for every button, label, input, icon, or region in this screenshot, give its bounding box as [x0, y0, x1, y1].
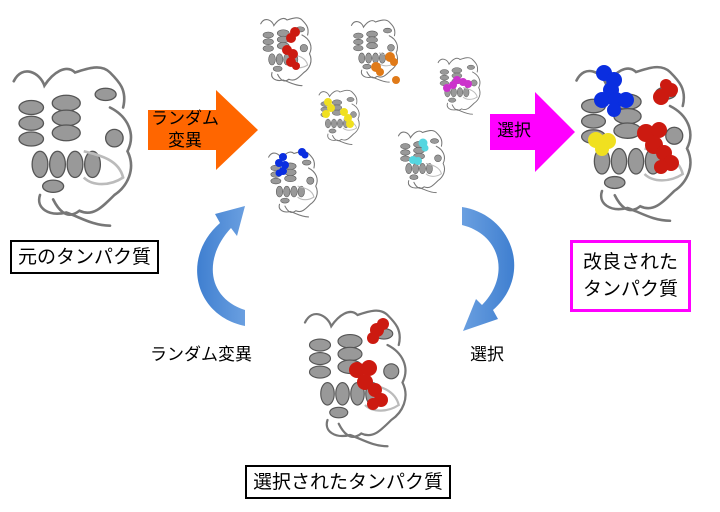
variant-protein-cyan — [397, 129, 446, 194]
mutation-spheres-orange — [371, 52, 400, 84]
selection-arrow-shape — [490, 92, 575, 172]
mutation-spheres-blue — [275, 148, 309, 177]
random-mutation-arrow-label: ランダム 変異 — [150, 108, 220, 152]
improved-protein-line-1: 改良された — [583, 251, 679, 273]
random-mutation-arrow — [148, 90, 258, 170]
cycle-arrow-right-shape — [462, 207, 515, 331]
selected-protein-structure — [303, 309, 407, 448]
selected-protein-label: 選択されたタンパク質 — [245, 465, 452, 499]
variant-protein-magenta — [437, 57, 481, 115]
variant-protein-blue — [268, 148, 318, 218]
mutation-spheres-red — [282, 27, 300, 70]
cycle-arrow-left — [197, 206, 245, 326]
random-mutation-line-1: ランダム — [151, 109, 219, 129]
improved-protein-line-2: タンパク質 — [583, 278, 679, 300]
random-mutation-line-2: 変異 — [168, 131, 202, 151]
mutation-spheres-yellow — [322, 98, 354, 128]
cycle-selection-label: 選択 — [470, 345, 504, 365]
improved-spheres-blue — [594, 65, 634, 117]
cycle-arrow-left-shape — [197, 206, 245, 326]
mutation-spheres-magenta — [443, 76, 472, 92]
cycle-arrow-right — [462, 207, 515, 331]
selection-arrow-label: 選択 — [497, 121, 531, 141]
improved-protein-label: 改良された タンパク質 — [570, 240, 692, 312]
random-mutation-arrow-shape — [148, 90, 258, 170]
variant-protein-yellow — [318, 89, 360, 145]
original-protein-structure — [12, 66, 133, 227]
selected-spheres-red — [349, 318, 389, 410]
variant-protein-red — [260, 17, 312, 87]
mutation-spheres-cyan — [409, 138, 429, 165]
improved-protein-structure — [575, 65, 692, 223]
original-protein-label: 元のタンパク質 — [10, 240, 160, 274]
cycle-random-mutation-label: ランダム変異 — [150, 345, 252, 365]
variant-protein-orange — [350, 19, 400, 84]
improved-spheres-red — [637, 79, 679, 174]
selection-arrow — [490, 92, 575, 172]
improved-spheres-yellow — [588, 132, 616, 156]
